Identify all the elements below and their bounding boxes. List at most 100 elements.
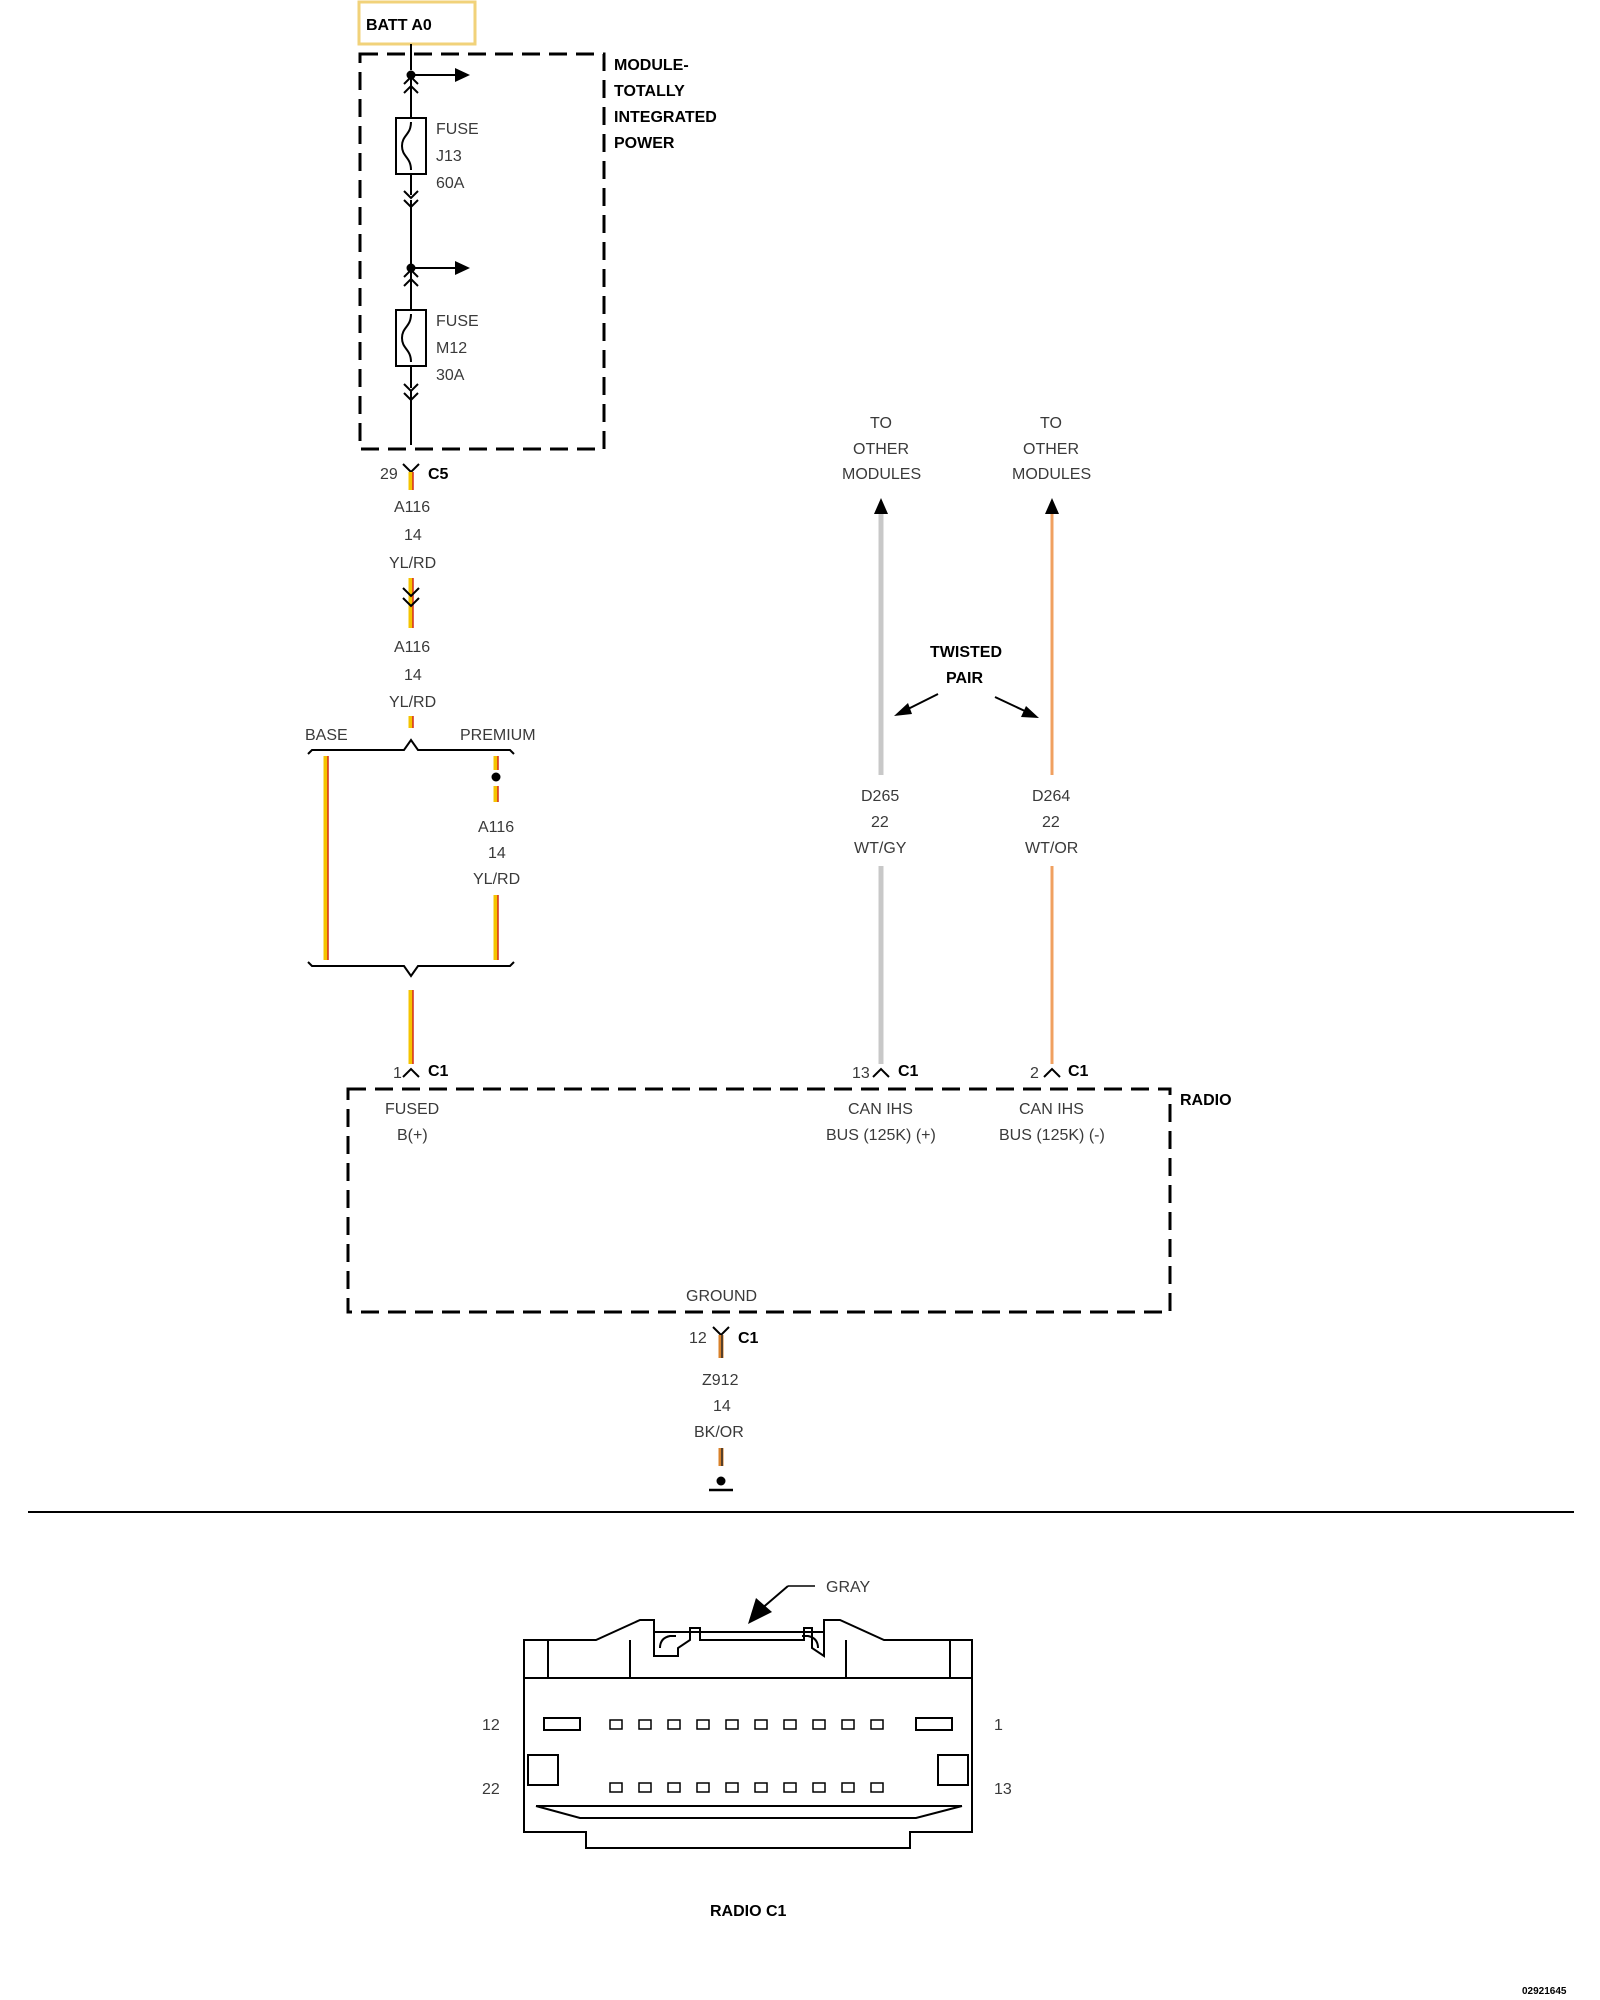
radio-module-border	[346, 1087, 1172, 1314]
connector-radio-pin-13-number: 13	[852, 1065, 870, 1082]
option-base-label: BASE	[305, 727, 348, 744]
fuse-m12-line-3: 30A	[436, 367, 465, 384]
pin-cavity	[754, 1719, 768, 1730]
wire-d264: D264 22 WT/OR	[1025, 498, 1078, 1064]
pin-cavity	[870, 1719, 884, 1730]
connector-radio-ground-pin: 12	[689, 1330, 707, 1347]
connector-radio-pin-13-name: C1	[898, 1063, 919, 1080]
power-source-box	[357, 0, 477, 46]
destination-d265-line-2: OTHER	[853, 441, 909, 458]
twisted-pair-note: TWISTED PAIR	[894, 644, 1039, 718]
power-source: BATT A0	[357, 0, 477, 46]
wire-a116-lower-color: YL/RD	[389, 694, 436, 711]
connector-pin-label-bottom-right: 13	[994, 1781, 1012, 1798]
connector-pin-label-top-left: 12	[482, 1717, 500, 1734]
connector-c5-name: C5	[428, 466, 449, 483]
tipm-output-arrow-2	[455, 261, 470, 275]
wire-a116-premium-color: YL/RD	[473, 871, 520, 888]
fuse-m12: FUSE M12 30A	[395, 268, 479, 402]
radio-pin-can-pos-line-1: CAN IHS	[848, 1101, 913, 1118]
wire-d264-circuit: D264	[1032, 788, 1070, 805]
radio-pin-can-pos-line-2: BUS (125K) (+)	[826, 1127, 936, 1144]
wire-d265-gauge: 22	[871, 814, 889, 831]
wire-a116-upper-gauge: 14	[404, 527, 422, 544]
wire-d264-arrow	[1045, 498, 1059, 514]
radio-module-title: RADIO	[1180, 1092, 1232, 1109]
connector-radio-pin-13: 13 C1	[852, 1063, 919, 1082]
pin-cavities	[609, 1719, 884, 1793]
connector-pin-label-top-right: 1	[994, 1717, 1003, 1734]
wire-z912: Z912 14 BK/OR	[694, 1335, 744, 1466]
wire-a116-lower-circuit: A116	[394, 639, 430, 656]
destination-d264: TO OTHER MODULES	[1012, 415, 1091, 483]
wire-d265-arrow	[874, 498, 888, 514]
tipm-title-line-3: INTEGRATED	[614, 109, 717, 126]
pin-cavity	[754, 1782, 768, 1793]
tipm-title-line-1: MODULE-	[614, 57, 689, 74]
connector-radio-pin-1-number: 1	[393, 1065, 402, 1082]
pin-cavity	[667, 1719, 681, 1730]
tipm-title-line-2: TOTALLY	[614, 83, 685, 100]
pin-cavity	[812, 1719, 826, 1730]
fuse-m12-line-2: M12	[436, 340, 467, 357]
figure-id: 02921645	[1522, 1986, 1567, 1997]
pin-cavity	[725, 1719, 739, 1730]
wire-a116-premium-gauge: 14	[488, 845, 506, 862]
wire-z912-gauge: 14	[713, 1398, 731, 1415]
radio-pin-fused-line-1: FUSED	[385, 1101, 439, 1118]
tipm-output-arrow-1	[455, 68, 470, 82]
wire-a116-radio-feed	[408, 990, 414, 1064]
fuse-j13-line-1: FUSE	[436, 121, 479, 138]
destination-d265: TO OTHER MODULES	[842, 415, 921, 483]
connector-face-view: GRAY 12	[482, 1579, 1012, 1920]
connector-pin-label-bottom-left: 22	[482, 1781, 500, 1798]
destination-d264-line-3: MODULES	[1012, 466, 1091, 483]
wire-a116-upper: A116 14 YL/RD	[389, 472, 436, 628]
tipm-module-border	[358, 52, 606, 451]
connector-radio-ground-name: C1	[738, 1330, 759, 1347]
fuse-j13-line-3: 60A	[436, 175, 465, 192]
tipm-internal-circuit	[406, 44, 458, 445]
destination-d265-line-3: MODULES	[842, 466, 921, 483]
wire-a116-upper-circuit: A116	[394, 499, 430, 516]
wire-a116-lower-gauge: 14	[404, 667, 422, 684]
pin-cavity	[783, 1782, 797, 1793]
pin-cavity	[841, 1782, 855, 1793]
tipm-title-line-4: POWER	[614, 135, 675, 152]
wire-d265-circuit: D265	[861, 788, 899, 805]
wire-a116-upper-color: YL/RD	[389, 555, 436, 572]
destination-d265-line-1: TO	[870, 415, 892, 432]
pin-cavity	[609, 1782, 623, 1793]
wire-d264-gauge: 22	[1042, 814, 1060, 831]
connector-c5-pin: 29	[380, 466, 398, 483]
premium-splice-dot	[491, 772, 501, 782]
pin-cavity	[696, 1782, 710, 1793]
twisted-pair-line-1: TWISTED	[930, 644, 1002, 661]
destination-d264-line-2: OTHER	[1023, 441, 1079, 458]
wire-a116-premium-circuit: A116	[478, 819, 514, 836]
connector-radio-ground: 12 C1	[689, 1326, 759, 1347]
pin-cavity	[812, 1782, 826, 1793]
fuse-j13-line-2: J13	[436, 148, 462, 165]
pin-cavity	[783, 1719, 797, 1730]
wire-d265: D265 22 WT/GY	[854, 498, 907, 1064]
ground-symbol	[709, 1476, 733, 1492]
radio-pin-fused-line-2: B(+)	[397, 1127, 428, 1144]
pin-cavity	[638, 1782, 652, 1793]
wire-d265-color: WT/GY	[854, 840, 907, 857]
pin-cavity	[609, 1719, 623, 1730]
connector-radio-pin-1: 1 C1	[393, 1063, 449, 1082]
pin-cavity	[725, 1782, 739, 1793]
connector-radio-pin-2: 2 C1	[1030, 1063, 1089, 1082]
pin-cavity	[841, 1719, 855, 1730]
option-premium-label: PREMIUM	[460, 727, 536, 744]
radio-module: RADIO FUSED B(+) CAN IHS BUS (125K) (+) …	[346, 1087, 1232, 1314]
connector-radio-pin-1-name: C1	[428, 1063, 449, 1080]
connector-c5: 29 C5	[380, 463, 449, 483]
connector-color-label: GRAY	[826, 1579, 870, 1596]
connector-caption: RADIO C1	[710, 1903, 787, 1920]
pin-cavity	[870, 1782, 884, 1793]
wire-d264-color: WT/OR	[1025, 840, 1078, 857]
pin-cavity	[696, 1719, 710, 1730]
